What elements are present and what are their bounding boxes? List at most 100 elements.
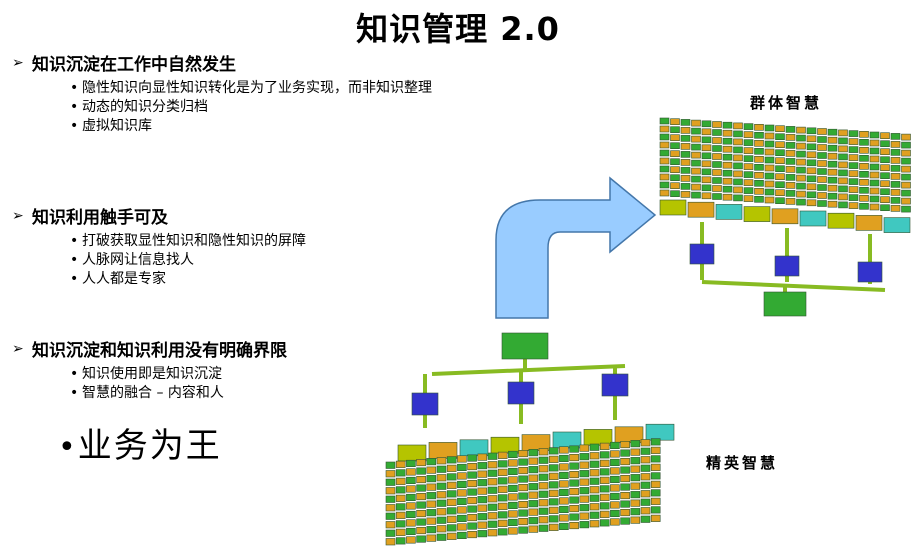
grid-cell (670, 118, 680, 125)
grid-cell (518, 492, 528, 500)
grid-cell (880, 196, 890, 203)
grid-cell (640, 515, 651, 523)
mid-node (689, 243, 715, 265)
grid-cell (385, 538, 396, 546)
grid-cell (620, 508, 630, 517)
grid-cell (890, 165, 901, 172)
grid-cell (630, 465, 641, 473)
grid-cell (630, 482, 641, 490)
grid-cell (691, 135, 701, 143)
arrow-bullet-icon: ➢ (12, 207, 24, 224)
grid-cell (701, 120, 712, 128)
grid-cell (508, 518, 518, 527)
grid-cell (457, 455, 467, 463)
grid-cell (416, 526, 426, 535)
grid-cell (395, 520, 406, 528)
grid-cell (436, 516, 447, 524)
section-3: ➢ 知识沉淀和知识利用没有明确界限 知识使用即是知识沉淀 智慧的融合 – 内容和… (12, 336, 472, 404)
mid-node (507, 381, 535, 405)
grid-cell (659, 157, 670, 165)
grid-cell (599, 493, 610, 501)
grid-cell (426, 500, 437, 508)
grid-cell (680, 119, 691, 126)
grid-cell (890, 189, 901, 196)
grid-cell (630, 440, 641, 448)
grid-cell (775, 125, 785, 132)
grid-cell (426, 526, 437, 534)
grid-cell (901, 141, 911, 149)
grid-cell (610, 484, 620, 492)
grid-cell (743, 171, 754, 178)
grid-cell (659, 125, 670, 133)
grid-cell (775, 165, 785, 172)
grid-cell (764, 172, 775, 180)
grid-cell (901, 149, 911, 157)
grid-cell (395, 494, 406, 502)
grid-cell (764, 156, 775, 164)
grid-cell (569, 504, 579, 513)
grid-cell (395, 537, 406, 545)
grid-cell (589, 460, 600, 468)
grid-cell (610, 475, 620, 484)
grid-cell (712, 177, 722, 184)
grid-cell (859, 195, 869, 202)
grid-cell (869, 147, 880, 155)
grid-cell (436, 465, 447, 473)
grid-cell (670, 158, 680, 165)
grid-cell (477, 513, 488, 521)
leaf-node (490, 436, 520, 454)
grid-cell (869, 131, 880, 139)
grid-cell (477, 479, 488, 487)
grid-cell (890, 205, 901, 212)
grid-cell (406, 468, 416, 476)
grid-cell (848, 202, 859, 209)
grid-cell (599, 451, 610, 459)
section-heading-2: ➢ 知识利用触手可及 (12, 207, 168, 229)
grid-cell (569, 470, 579, 479)
grid-cell (548, 455, 559, 463)
grid-cell (775, 173, 785, 180)
grid-cell (890, 141, 901, 148)
grid-cell (827, 176, 838, 184)
grid-cell (508, 493, 518, 501)
grid-cell (880, 132, 890, 139)
grid-cell (650, 463, 661, 471)
leaf-node (687, 201, 715, 218)
grid-cell (620, 440, 630, 449)
grid-cell (743, 195, 754, 202)
list-item: 智慧的融合 – 内容和人 (70, 384, 472, 403)
grid-cell (559, 514, 569, 522)
grid-cell (559, 488, 569, 497)
grid-cell (691, 119, 701, 127)
grid-cell (806, 191, 817, 199)
grid-cell (589, 452, 600, 460)
grid-cell (680, 127, 691, 134)
grid-cell (670, 166, 680, 173)
grid-cell (640, 481, 651, 489)
grid-cell (691, 159, 701, 167)
grid-cell (901, 133, 911, 141)
grid-cell (406, 510, 416, 519)
grid-cell (880, 204, 890, 211)
grid-cell (848, 178, 859, 185)
grid-cell (659, 141, 670, 149)
grid-cell (838, 193, 848, 201)
grid-cell (610, 467, 620, 475)
grid-cell (890, 149, 901, 156)
grid-cell (775, 149, 785, 156)
grid-cell (579, 521, 590, 529)
grid-cell (901, 165, 911, 173)
grid-cell (436, 457, 447, 465)
leaf-node (715, 204, 743, 220)
grid-cell (630, 516, 641, 524)
grid-cell (838, 201, 848, 209)
grid-cell (620, 517, 630, 525)
grid-cell (589, 511, 600, 519)
grid-cell (880, 156, 890, 163)
grid-cell (754, 124, 764, 131)
grid-cell (610, 441, 620, 450)
grid-cell (548, 489, 559, 497)
grid-cell (838, 177, 848, 185)
grid-cell (406, 502, 416, 510)
grid-cell (796, 166, 806, 174)
